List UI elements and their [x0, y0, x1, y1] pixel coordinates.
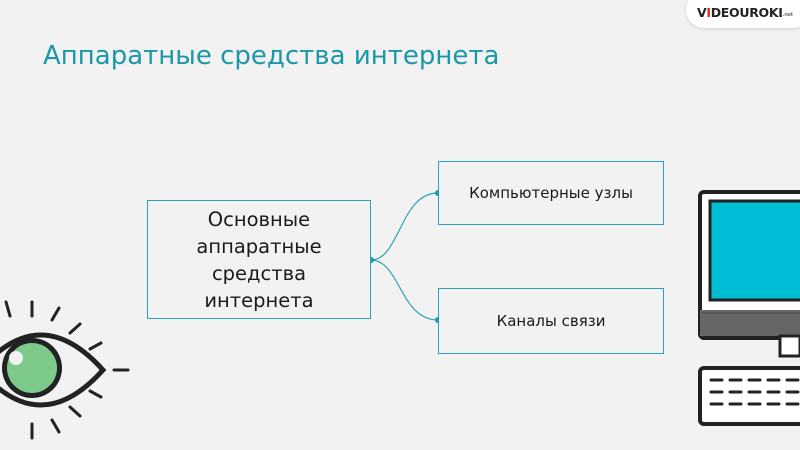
- root-node-label: Основные аппаратные средства интернета: [196, 207, 322, 312]
- logo-badge: [686, 0, 800, 28]
- child-node-computer-nodes: Компьютерные узлы: [438, 161, 664, 225]
- connector-bottom: [370, 259, 439, 321]
- child-node-label: Компьютерные узлы: [469, 184, 633, 202]
- child-node-communication-channels: Каналы связи: [438, 288, 664, 354]
- child-node-label: Каналы связи: [496, 312, 606, 330]
- slide-title: Аппаратные средства интернета: [43, 41, 500, 71]
- connector-top: [370, 192, 439, 261]
- videouroki-logo: VIDEOUROKI.net: [697, 5, 793, 20]
- root-node: Основные аппаратные средства интернета: [147, 200, 371, 319]
